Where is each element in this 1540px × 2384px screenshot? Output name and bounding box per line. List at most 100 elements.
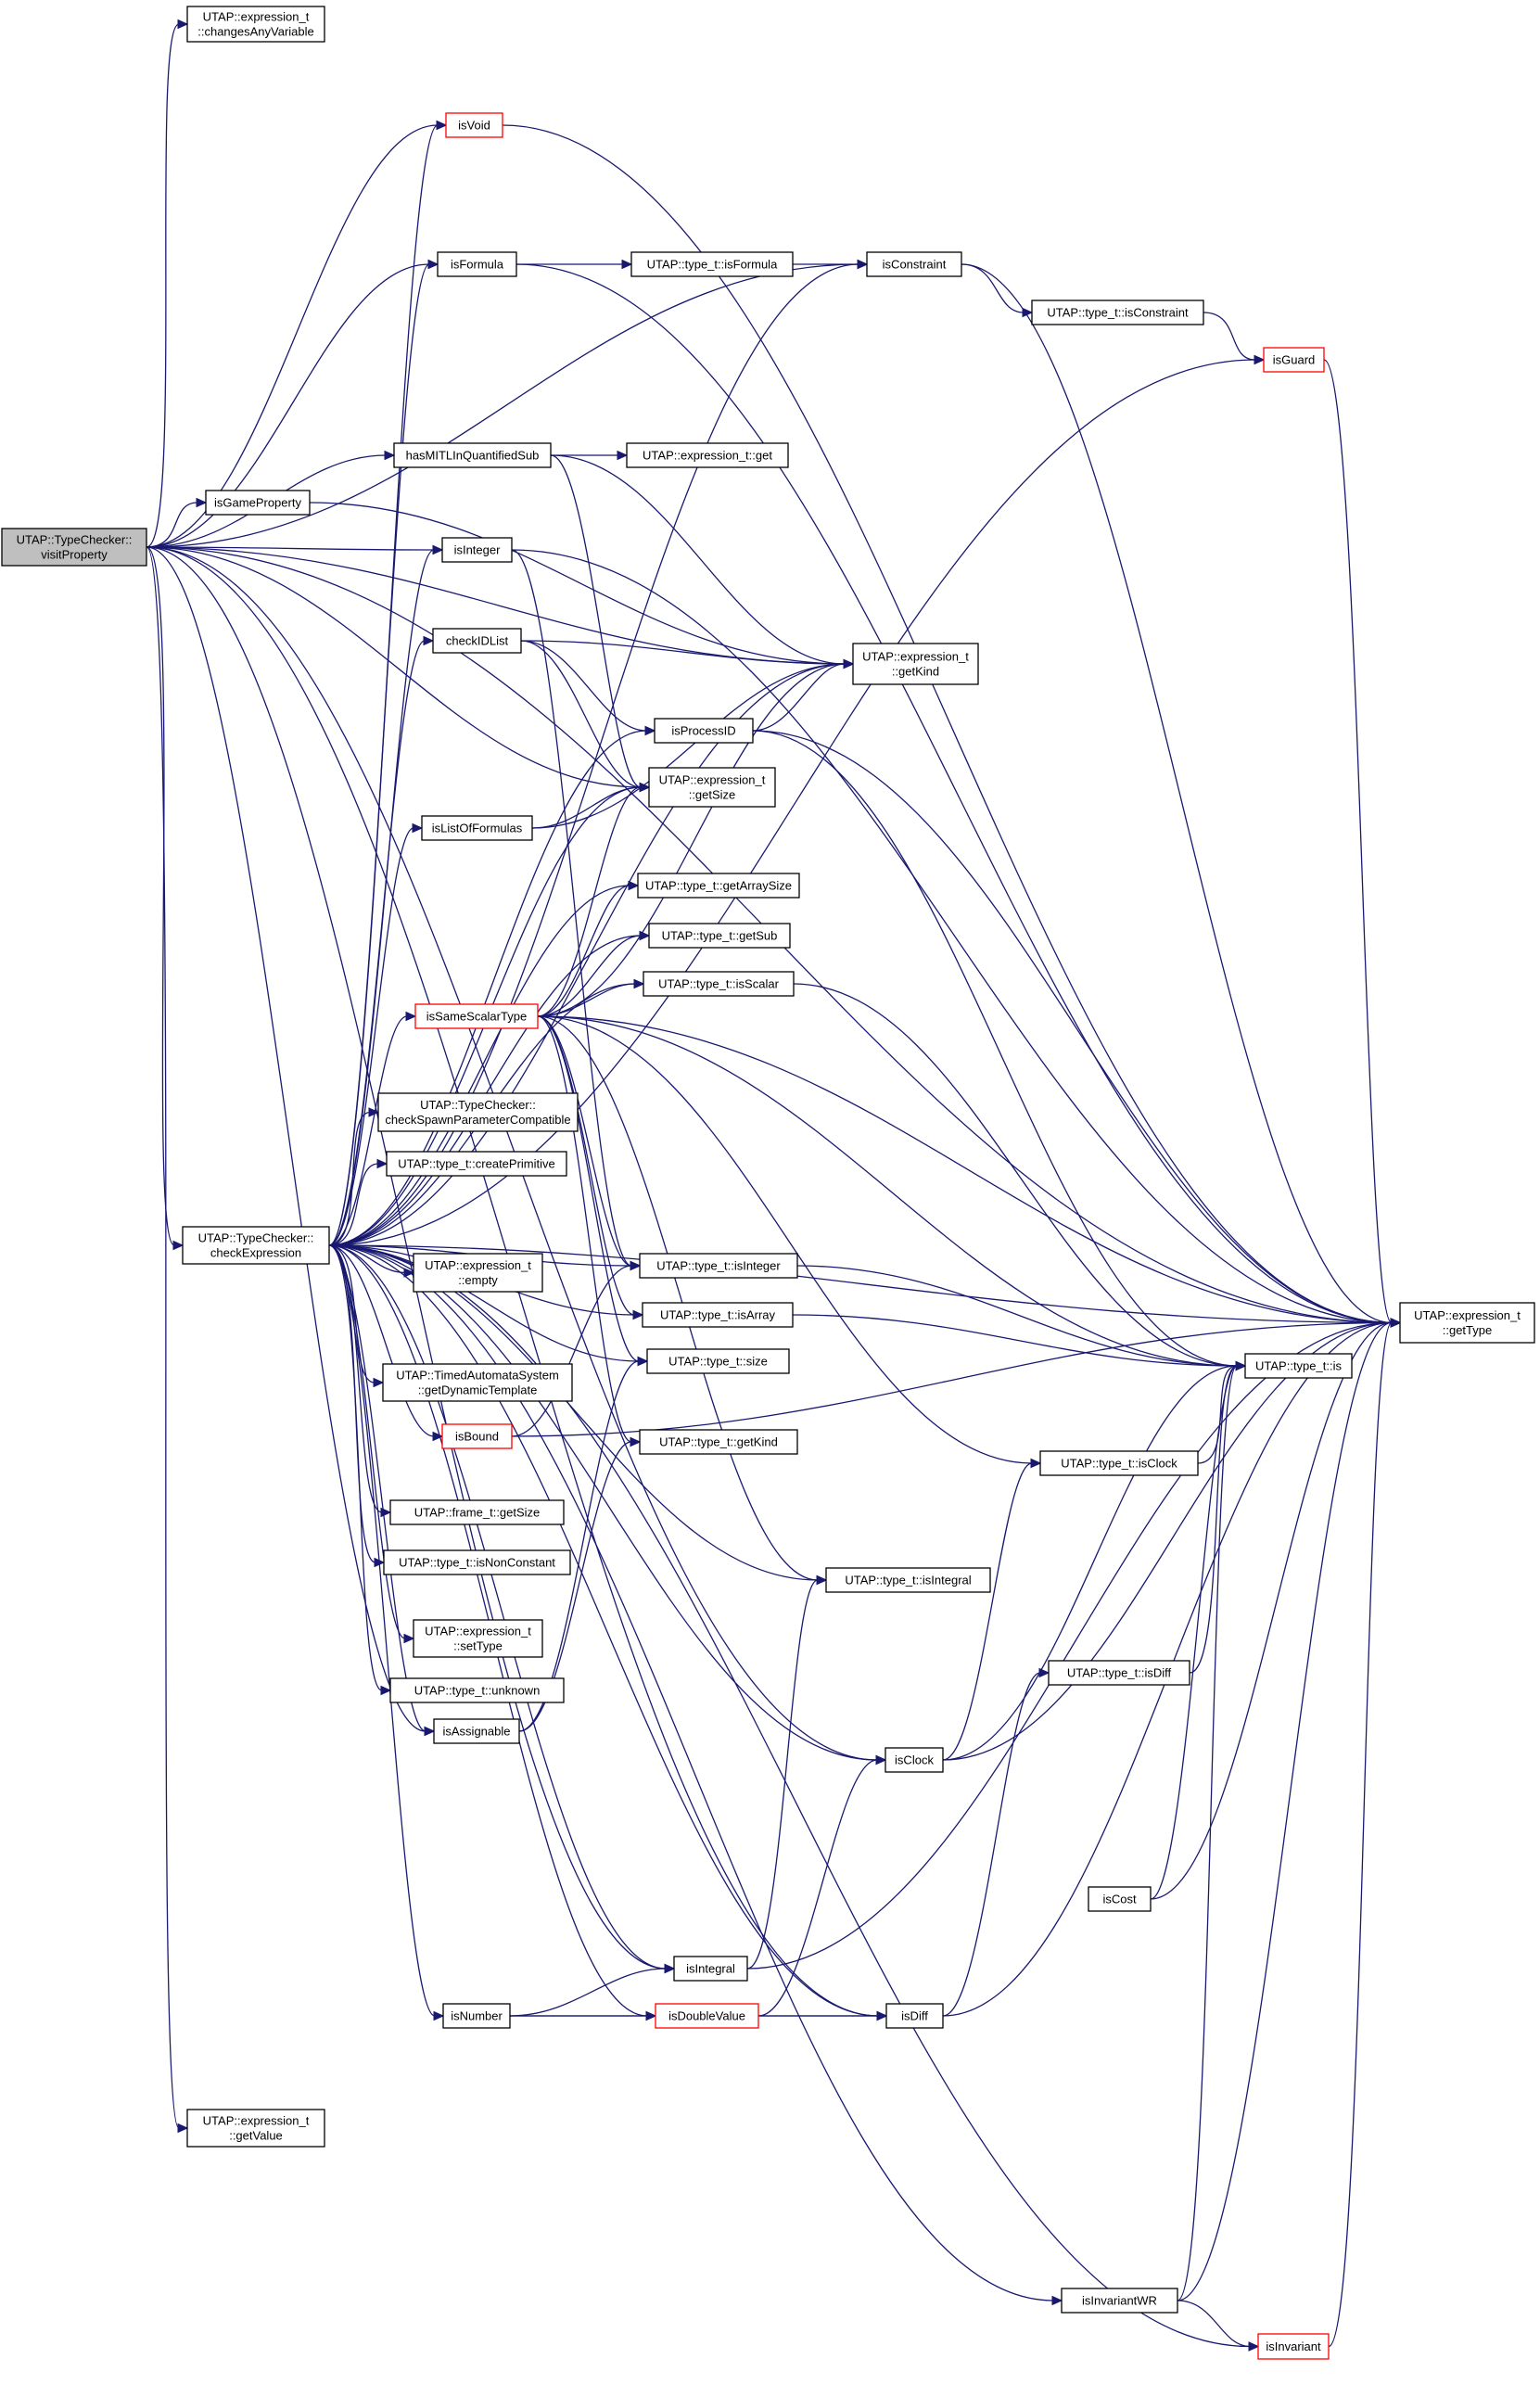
node-box xyxy=(441,1423,513,1449)
node-expr_getType[interactable]: UTAP::expression_t::getType xyxy=(1399,1302,1535,1344)
node-checkExpression[interactable]: UTAP::TypeChecker::checkExpression xyxy=(182,1226,330,1265)
node-type_getSub[interactable]: UTAP::type_t::getSub xyxy=(648,923,791,949)
node-isGameProperty[interactable]: isGameProperty xyxy=(205,490,311,516)
edge-line xyxy=(328,124,439,1246)
edge-line xyxy=(942,1365,1238,1761)
node-type_unknown[interactable]: UTAP::type_t::unknown xyxy=(389,1677,565,1703)
node-box xyxy=(441,537,513,563)
node-visitProperty[interactable]: UTAP::TypeChecker::visitProperty xyxy=(1,528,147,567)
node-box xyxy=(1048,1660,1190,1686)
call-edge-visitProperty-to-isGameProperty xyxy=(146,497,208,548)
call-edge-isProcessID-to-type_is xyxy=(752,730,1247,1371)
node-isDoubleValue[interactable]: isDoubleValue xyxy=(655,2003,759,2029)
node-frame_getSize[interactable]: UTAP::frame_t::getSize xyxy=(389,1499,565,1525)
edge-line xyxy=(537,1015,1033,1464)
node-isInvariantWR[interactable]: isInvariantWR xyxy=(1061,2288,1178,2314)
edge-line xyxy=(146,502,198,548)
edge-line xyxy=(537,1015,819,1581)
node-type_isDiff[interactable]: UTAP::type_t::isDiff xyxy=(1048,1660,1190,1686)
node-isBound[interactable]: isBound xyxy=(441,1423,513,1449)
call-edge-isSameScalarType-to-type_getSub xyxy=(537,930,651,1017)
call-edge-checkExpression-to-frame_getSize xyxy=(328,1244,392,1518)
arrowhead xyxy=(177,19,189,30)
node-type_isClock[interactable]: UTAP::type_t::isClock xyxy=(1039,1450,1199,1476)
node-label: isListOfFormulas xyxy=(432,822,523,835)
arrowhead xyxy=(644,725,656,736)
node-expr_get[interactable]: UTAP::expression_t::get xyxy=(626,442,789,468)
call-edge-isSameScalarType-to-type_isIntegral xyxy=(537,1015,828,1586)
node-checkSpawn[interactable]: UTAP::TypeChecker::checkSpawnParameterCo… xyxy=(377,1092,579,1132)
node-createPrimitive[interactable]: UTAP::type_t::createPrimitive xyxy=(386,1151,567,1177)
node-type_isNonConstant[interactable]: UTAP::type_t::isNonConstant xyxy=(383,1549,571,1575)
edge-line xyxy=(1203,312,1256,361)
node-isAssignable[interactable]: isAssignable xyxy=(433,1718,520,1744)
node-box xyxy=(437,251,517,277)
edge-line xyxy=(537,885,630,1017)
node-isIntegral[interactable]: isIntegral xyxy=(673,1956,748,1982)
edge-line xyxy=(328,1163,379,1246)
node-box xyxy=(386,1151,567,1177)
node-checkIDList[interactable]: checkIDList xyxy=(432,628,522,654)
node-isCost[interactable]: isCost xyxy=(1088,1886,1152,1912)
call-edge-checkExpression-to-isInvariantWR xyxy=(328,1244,1063,2306)
call-edge-checkExpression-to-type_unknown xyxy=(328,1244,392,1696)
node-isDiff[interactable]: isDiff xyxy=(885,2003,944,2029)
node-isFormula[interactable]: isFormula xyxy=(437,251,517,277)
call-edge-isClock-to-expr_getType xyxy=(942,1318,1402,1761)
node-label: UTAP::expression_t xyxy=(425,1258,531,1272)
edge-line xyxy=(515,263,1393,1324)
node-expr_getValue[interactable]: UTAP::expression_t::getValue xyxy=(186,2109,325,2148)
node-type_isScalar[interactable]: UTAP::type_t::isScalar xyxy=(643,971,795,997)
node-box xyxy=(885,1747,944,1773)
node-type_is[interactable]: UTAP::type_t::is xyxy=(1244,1353,1353,1379)
call-edge-isSameScalarType-to-expr_getType xyxy=(537,1015,1402,1328)
node-box xyxy=(383,1549,571,1575)
node-type_size[interactable]: UTAP::type_t::size xyxy=(646,1348,790,1374)
node-box xyxy=(1088,1886,1152,1912)
node-type_getKind[interactable]: UTAP::type_t::getKind xyxy=(639,1429,798,1455)
node-expr_getKind[interactable]: UTAP::expression_t::getKind xyxy=(852,643,979,685)
call-edge-visitProperty-to-changesAnyVariable xyxy=(146,19,189,548)
node-label: isNumber xyxy=(451,2009,503,2023)
node-type_isConstraint[interactable]: UTAP::type_t::isConstraint xyxy=(1031,300,1204,325)
node-isInvariant[interactable]: isInvariant xyxy=(1257,2333,1330,2360)
node-isNumber[interactable]: isNumber xyxy=(442,2003,511,2029)
edge-line xyxy=(146,546,435,551)
node-type_isInteger[interactable]: UTAP::type_t::isInteger xyxy=(639,1253,798,1279)
call-edge-checkExpression-to-type_getArraySize xyxy=(328,880,640,1246)
node-isConstraint[interactable]: isConstraint xyxy=(866,251,962,277)
node-label: UTAP::type_t::getArraySize xyxy=(645,879,792,893)
node-expr_getSize[interactable]: UTAP::expression_t::getSize xyxy=(648,767,776,808)
call-edge-isFormula-to-type_isFormula xyxy=(516,259,633,270)
node-box xyxy=(654,718,754,744)
node-hasMITL[interactable]: hasMITLInQuantifiedSub xyxy=(393,442,552,468)
node-expr_setType[interactable]: UTAP::expression_t::setType xyxy=(413,1619,543,1658)
node-box xyxy=(852,643,979,685)
edge-line xyxy=(146,546,175,1246)
node-label: UTAP::TypeChecker:: xyxy=(198,1231,314,1245)
node-label: UTAP::expression_t::get xyxy=(643,449,772,463)
node-type_isArray[interactable]: UTAP::type_t::isArray xyxy=(642,1302,794,1328)
arrowhead xyxy=(639,782,651,793)
node-type_isIntegral[interactable]: UTAP::type_t::isIntegral xyxy=(825,1567,991,1593)
node-isProcessID[interactable]: isProcessID xyxy=(654,718,754,744)
node-changesAnyVariable[interactable]: UTAP::expression_t::changesAnyVariable xyxy=(186,6,325,43)
node-box xyxy=(626,442,789,468)
node-getDynamicTemplate[interactable]: UTAP::TimedAutomataSystem::getDynamicTem… xyxy=(382,1363,573,1402)
node-isGuard[interactable]: isGuard xyxy=(1263,347,1325,373)
node-type_isFormula[interactable]: UTAP::type_t::isFormula xyxy=(630,251,794,277)
node-isVoid[interactable]: isVoid xyxy=(445,112,503,138)
arrowhead xyxy=(373,1377,385,1388)
node-expr_empty[interactable]: UTAP::expression_t::empty xyxy=(413,1253,543,1293)
node-box xyxy=(432,628,522,654)
node-box xyxy=(648,767,776,808)
call-edge-isIntegral-to-expr_getType xyxy=(746,1318,1402,1970)
node-isInteger[interactable]: isInteger xyxy=(441,537,513,563)
node-box xyxy=(205,490,311,516)
node-isListOfFormulas[interactable]: isListOfFormulas xyxy=(421,815,533,841)
node-isSameScalarType[interactable]: isSameScalarType xyxy=(414,1003,539,1029)
node-type_getArraySize[interactable]: UTAP::type_t::getArraySize xyxy=(637,873,800,899)
arrowhead xyxy=(403,1633,415,1644)
call-edge-isClock-to-type_isClock xyxy=(942,1458,1042,1761)
node-isClock[interactable]: isClock xyxy=(885,1747,944,1773)
